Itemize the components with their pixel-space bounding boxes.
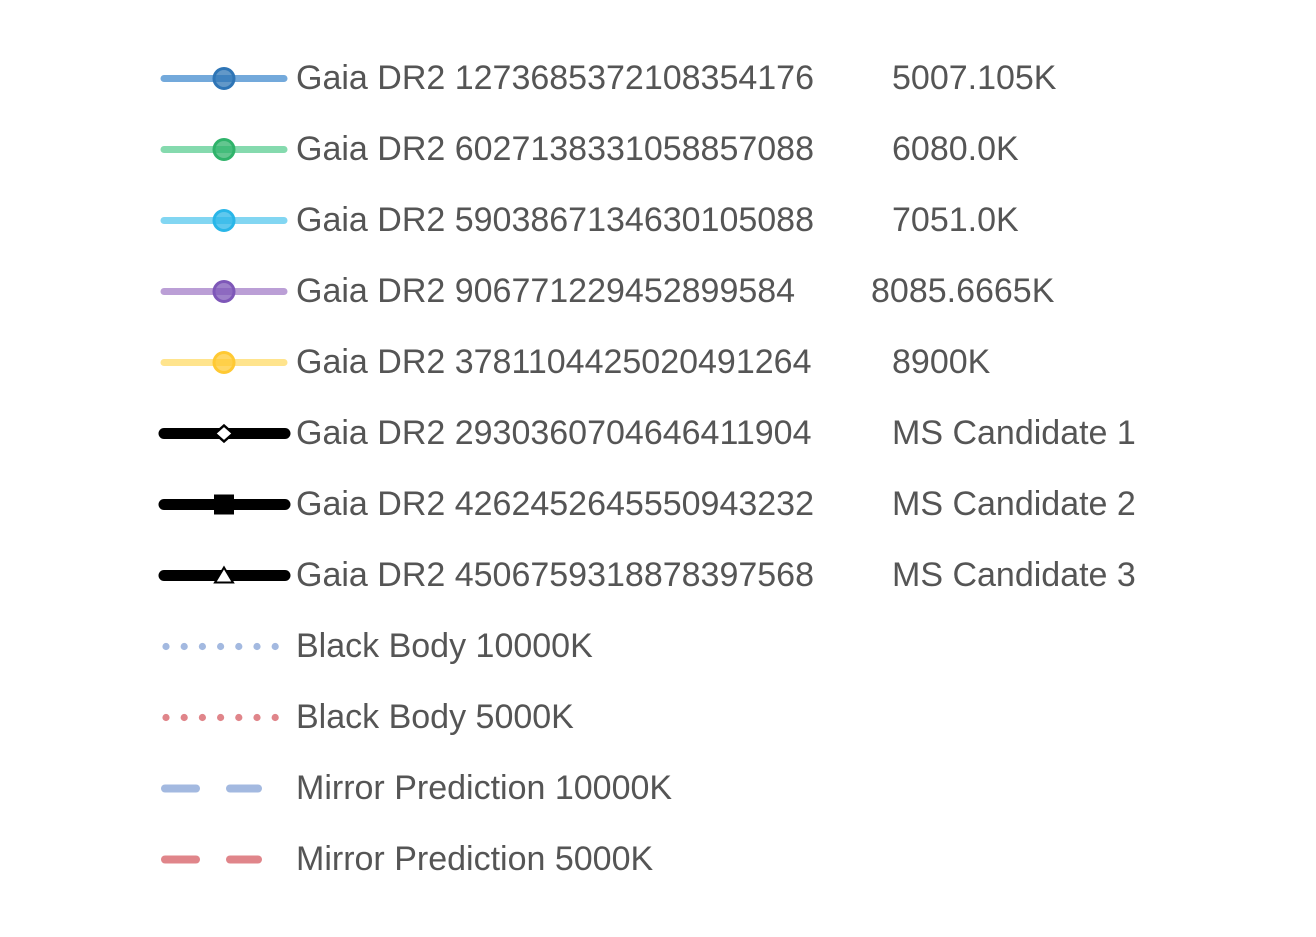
legend-label: Gaia DR2 1273685372108354176 xyxy=(296,59,815,97)
legend-swatch xyxy=(161,855,262,864)
legend-value: MS Candidate 2 xyxy=(892,485,1136,523)
legend-dot xyxy=(217,713,225,722)
legend-dot xyxy=(271,713,279,722)
legend-entry: Gaia DR2 3781104425020491264 8900K xyxy=(158,327,1218,398)
legend-entry: Black Body 5000K xyxy=(158,682,1218,753)
legend-label: Gaia DR2 3781104425020491264 xyxy=(296,343,812,381)
legend-swatch xyxy=(158,565,291,584)
legend-entry: Mirror Prediction 5000K xyxy=(158,824,1218,895)
legend-value: 7051.0K xyxy=(892,201,1019,239)
legend-dot xyxy=(162,713,170,722)
legend-dot xyxy=(253,713,261,722)
legend-dot xyxy=(235,713,243,722)
legend-marker-circle xyxy=(212,209,236,232)
legend-label: Black Body 10000K xyxy=(296,627,593,665)
legend-swatch xyxy=(160,280,288,303)
legend-label: Mirror Prediction 10000K xyxy=(296,769,673,807)
legend-dot xyxy=(271,642,279,651)
legend-label: Gaia DR2 906771229452899584 xyxy=(296,272,796,310)
legend-dot xyxy=(198,642,206,651)
legend-label: Black Body 5000K xyxy=(296,698,574,736)
legend-swatch xyxy=(162,713,279,722)
legend-dot xyxy=(180,642,188,651)
legend-entry: Mirror Prediction 10000K xyxy=(158,753,1218,824)
legend-marker-square xyxy=(214,494,234,515)
legend-dot xyxy=(180,713,188,722)
legend-label: Gaia DR2 5903867134630105088 xyxy=(296,201,815,239)
legend-label: Mirror Prediction 5000K xyxy=(296,840,654,878)
legend-swatch xyxy=(160,138,288,161)
legend-label: Gaia DR2 4506759318878397568 xyxy=(296,556,815,594)
legend-value: 8085.6665K xyxy=(871,272,1055,310)
legend-value: 5007.105K xyxy=(892,59,1057,97)
legend-value: 6080.0K xyxy=(892,130,1019,168)
legend-dot xyxy=(162,642,170,651)
legend-dot xyxy=(235,642,243,651)
legend-entry: Black Body 10000K xyxy=(158,611,1218,682)
legend-value: MS Candidate 1 xyxy=(892,414,1136,452)
legend-entry: Gaia DR2 2930360704646411904 MS Candidate… xyxy=(158,398,1218,469)
legend-entry: Gaia DR2 5903867134630105088 7051.0K xyxy=(158,185,1218,256)
legend-swatch xyxy=(161,784,262,793)
legend-value: 8900K xyxy=(892,343,991,381)
legend-swatch xyxy=(162,642,279,651)
legend-swatch xyxy=(160,67,288,90)
legend-swatch xyxy=(158,423,291,444)
legend-marker-circle xyxy=(212,138,236,161)
legend-swatch xyxy=(160,209,288,232)
legend-dot xyxy=(217,642,225,651)
legend-dot xyxy=(253,642,261,651)
legend-marker-triangle xyxy=(213,565,235,584)
legend-swatch xyxy=(158,494,291,515)
legend-entry: Gaia DR2 6027138331058857088 6080.0K xyxy=(158,114,1218,185)
legend-label: Gaia DR2 4262452645550943232 xyxy=(296,485,815,523)
legend-marker-circle xyxy=(212,280,236,303)
legend-label: Gaia DR2 2930360704646411904 xyxy=(296,414,812,452)
legend-entry: Gaia DR2 1273685372108354176 5007.105K xyxy=(158,43,1218,114)
legend-entry: Gaia DR2 4262452645550943232 MS Candidate… xyxy=(158,469,1218,540)
legend-label: Gaia DR2 6027138331058857088 xyxy=(296,130,815,168)
legend-value: MS Candidate 3 xyxy=(892,556,1136,594)
legend-marker-circle xyxy=(212,351,236,374)
legend-marker-circle xyxy=(212,67,236,90)
legend-entry: Gaia DR2 4506759318878397568 MS Candidate… xyxy=(158,540,1218,611)
legend-dot xyxy=(198,713,206,722)
legend-marker-diamond xyxy=(213,423,235,444)
legend-swatch xyxy=(160,351,288,374)
legend-entry: Gaia DR2 906771229452899584 8085.6665K xyxy=(158,256,1218,327)
